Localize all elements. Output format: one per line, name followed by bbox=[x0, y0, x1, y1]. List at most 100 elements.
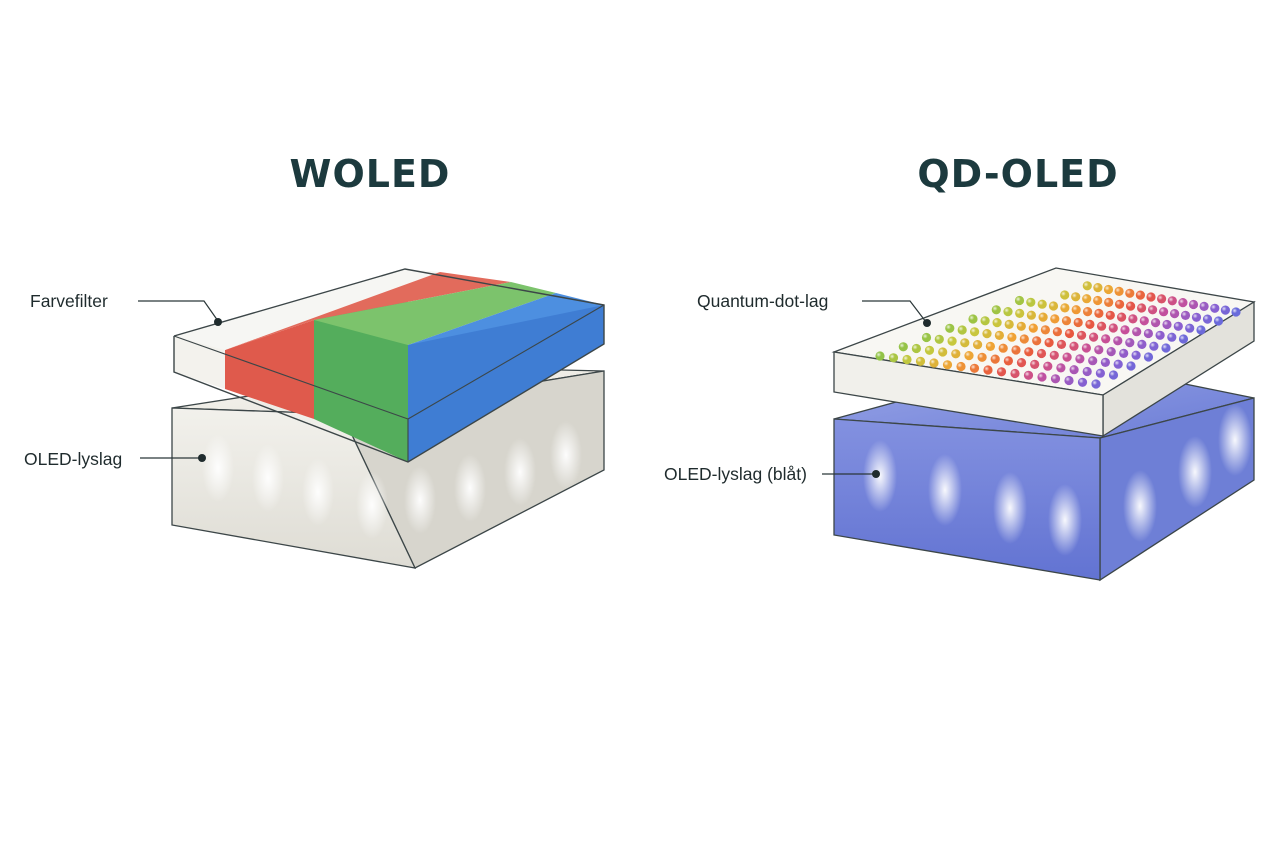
quantum-dot-highlight bbox=[1044, 338, 1054, 348]
quantum-dot-highlight bbox=[1120, 325, 1130, 335]
quantum-dot-highlight bbox=[1113, 359, 1123, 369]
quantum-dot-highlight bbox=[992, 318, 1002, 328]
quantum-dot-highlight bbox=[1019, 334, 1029, 344]
quantum-dot-highlight bbox=[1030, 359, 1040, 369]
quantum-dot-highlight bbox=[1014, 295, 1025, 306]
quantum-dot-highlight bbox=[1003, 356, 1014, 366]
woled-glow bbox=[504, 438, 536, 506]
quantum-dot-highlight bbox=[1097, 321, 1107, 331]
label-quantum-dot-layer: Quantum-dot-lag bbox=[697, 291, 829, 311]
quantum-dot-highlight bbox=[1113, 336, 1123, 346]
quantum-dot-highlight bbox=[1199, 301, 1209, 311]
quantum-dot-highlight bbox=[1016, 358, 1027, 368]
woled-filter-red-top bbox=[225, 272, 511, 350]
quantum-dot-highlight bbox=[1032, 336, 1042, 346]
quantum-dot-highlight bbox=[902, 354, 912, 365]
woled-oled-layer-front-face bbox=[171, 407, 417, 569]
woled-glow bbox=[302, 458, 334, 526]
leader-dot-quantum-dot bbox=[923, 319, 931, 327]
quantum-dot-highlight bbox=[915, 356, 926, 366]
leader-dot-farvefilter bbox=[214, 318, 222, 326]
woled-filter-green-top bbox=[314, 282, 556, 345]
leader-quantum-dot bbox=[862, 300, 927, 323]
quantum-dot-highlight bbox=[1143, 352, 1154, 362]
woled-glow bbox=[252, 444, 284, 512]
woled-filter-edge-right bbox=[407, 304, 605, 420]
quantum-dot-highlight bbox=[1132, 327, 1142, 337]
woled-filter-white-band bbox=[174, 269, 440, 350]
quantum-dot-highlight bbox=[921, 332, 932, 343]
label-color-filter: Farvefilter bbox=[30, 291, 108, 311]
quantum-dot-highlight bbox=[1108, 370, 1119, 380]
quantum-dot-highlight bbox=[945, 323, 955, 333]
quantum-dot-highlight bbox=[1050, 374, 1061, 384]
qdoled-stack bbox=[822, 267, 1256, 582]
quantum-dot-highlight bbox=[1135, 290, 1145, 300]
quantum-dot-highlight bbox=[1231, 307, 1241, 317]
woled-filter-edge bbox=[173, 335, 409, 420]
quantum-dot-highlight bbox=[1043, 361, 1053, 371]
quantum-dot-highlight bbox=[1028, 323, 1038, 333]
qdoled-glow bbox=[863, 440, 897, 512]
quantum-dot-highlight bbox=[1062, 352, 1072, 362]
quantum-dot-highlight bbox=[1115, 299, 1125, 309]
quantum-dot-highlight bbox=[968, 314, 978, 324]
quantum-dot-highlight bbox=[1220, 305, 1230, 315]
quantum-dot-highlight bbox=[1075, 354, 1085, 364]
quantum-dot-highlight bbox=[1210, 303, 1220, 313]
quantum-dot-highlight bbox=[956, 361, 966, 372]
quantum-dot-highlight bbox=[1037, 372, 1047, 382]
quantum-dot-highlight bbox=[1060, 303, 1070, 313]
woled-glow bbox=[454, 454, 486, 522]
quantum-dot-highlight bbox=[1091, 379, 1101, 389]
quantum-dot-highlight bbox=[994, 330, 1005, 340]
woled-title: WOLED bbox=[289, 152, 451, 196]
quantum-dot-highlight bbox=[1100, 357, 1110, 367]
quantum-dot-highlight bbox=[1094, 345, 1104, 355]
quantum-dot-highlight bbox=[934, 334, 944, 344]
quantum-dot-highlight bbox=[924, 345, 935, 355]
qdoled-oled-layer bbox=[833, 357, 1255, 582]
quantum-dot-highlight bbox=[1061, 316, 1072, 326]
quantum-dot-highlight bbox=[1151, 318, 1161, 328]
quantum-dot-highlight bbox=[1196, 325, 1206, 335]
quantum-dot-highlight bbox=[998, 343, 1008, 353]
woled-stack bbox=[138, 268, 605, 569]
quantum-dot-highlight bbox=[1007, 332, 1017, 342]
quantum-dot-highlight bbox=[1073, 317, 1083, 328]
quantum-dot-highlight bbox=[969, 363, 980, 373]
quantum-dot-highlight bbox=[990, 354, 1000, 364]
woled-glow bbox=[356, 471, 388, 539]
quantum-dot-highlight bbox=[1056, 363, 1066, 373]
quantum-dot-highlight bbox=[1082, 281, 1092, 291]
quantum-dot-highlight bbox=[1180, 310, 1191, 320]
quantum-dot-highlight bbox=[1173, 321, 1183, 331]
quantum-dot-highlight bbox=[1125, 338, 1135, 348]
quantum-dot-highlight bbox=[911, 343, 922, 354]
quantum-dot-highlight bbox=[1037, 299, 1047, 309]
quantum-dot-highlight bbox=[1167, 296, 1177, 306]
quantum-dot-highlight bbox=[980, 316, 990, 326]
quantum-dot-highlight bbox=[1095, 368, 1105, 378]
qdoled-quantum-dot-layer bbox=[831, 267, 1256, 438]
quantum-dot-highlight bbox=[1170, 309, 1180, 319]
quantum-dot-highlight bbox=[1024, 347, 1034, 357]
qdoled-qd-layer-front-face bbox=[833, 351, 1104, 437]
qdoled-title: QD-OLED bbox=[917, 152, 1119, 196]
quantum-dot-highlight bbox=[1023, 370, 1034, 380]
quantum-dot-highlight bbox=[1139, 316, 1149, 326]
quantum-dot-highlight bbox=[1089, 332, 1099, 342]
quantum-dot-highlight bbox=[1157, 294, 1167, 304]
quantum-dot-highlight bbox=[1048, 301, 1059, 311]
woled-glow bbox=[404, 466, 436, 534]
label-woled-oled-layer: OLED-lyslag bbox=[24, 449, 123, 469]
quantum-dot-highlight bbox=[1085, 319, 1095, 329]
quantum-dot-highlight bbox=[1178, 334, 1189, 344]
quantum-dot-highlight bbox=[1106, 347, 1116, 357]
quantum-dot-highlight bbox=[1213, 316, 1224, 326]
woled-light-glows bbox=[202, 421, 582, 539]
quantum-dot-highlight bbox=[1071, 292, 1081, 302]
quantum-dot-highlight bbox=[1149, 341, 1159, 351]
qdoled-glow bbox=[1048, 484, 1082, 556]
quantum-dot-highlight bbox=[1093, 283, 1103, 293]
